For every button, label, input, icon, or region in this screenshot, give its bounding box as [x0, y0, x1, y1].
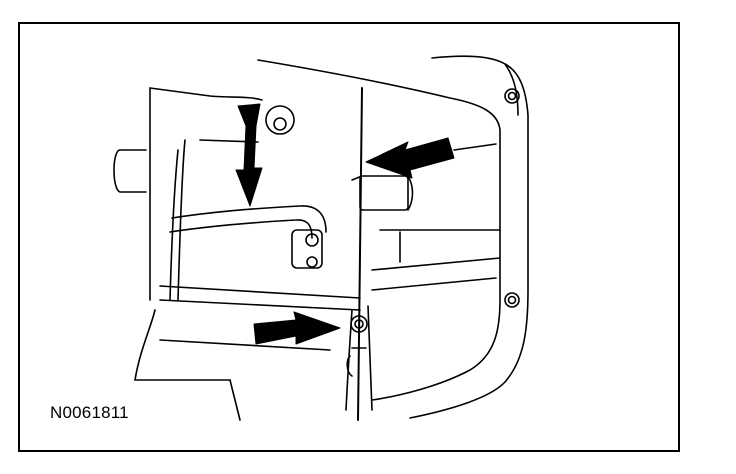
housing-outline [257, 55, 529, 419]
arrow-upper-left [365, 137, 497, 179]
gasket-bolt [345, 305, 373, 411]
arrow-lower-right [253, 311, 341, 345]
flange-bolt-upper [504, 88, 520, 104]
tube-assembly [169, 205, 327, 269]
figure-id-label: N0061811 [50, 403, 129, 422]
left-bracket [113, 87, 361, 421]
figure-frame [18, 22, 680, 452]
gasket-line [351, 87, 414, 421]
arrow-down [235, 103, 263, 207]
flange-bolt-lower [504, 292, 520, 308]
